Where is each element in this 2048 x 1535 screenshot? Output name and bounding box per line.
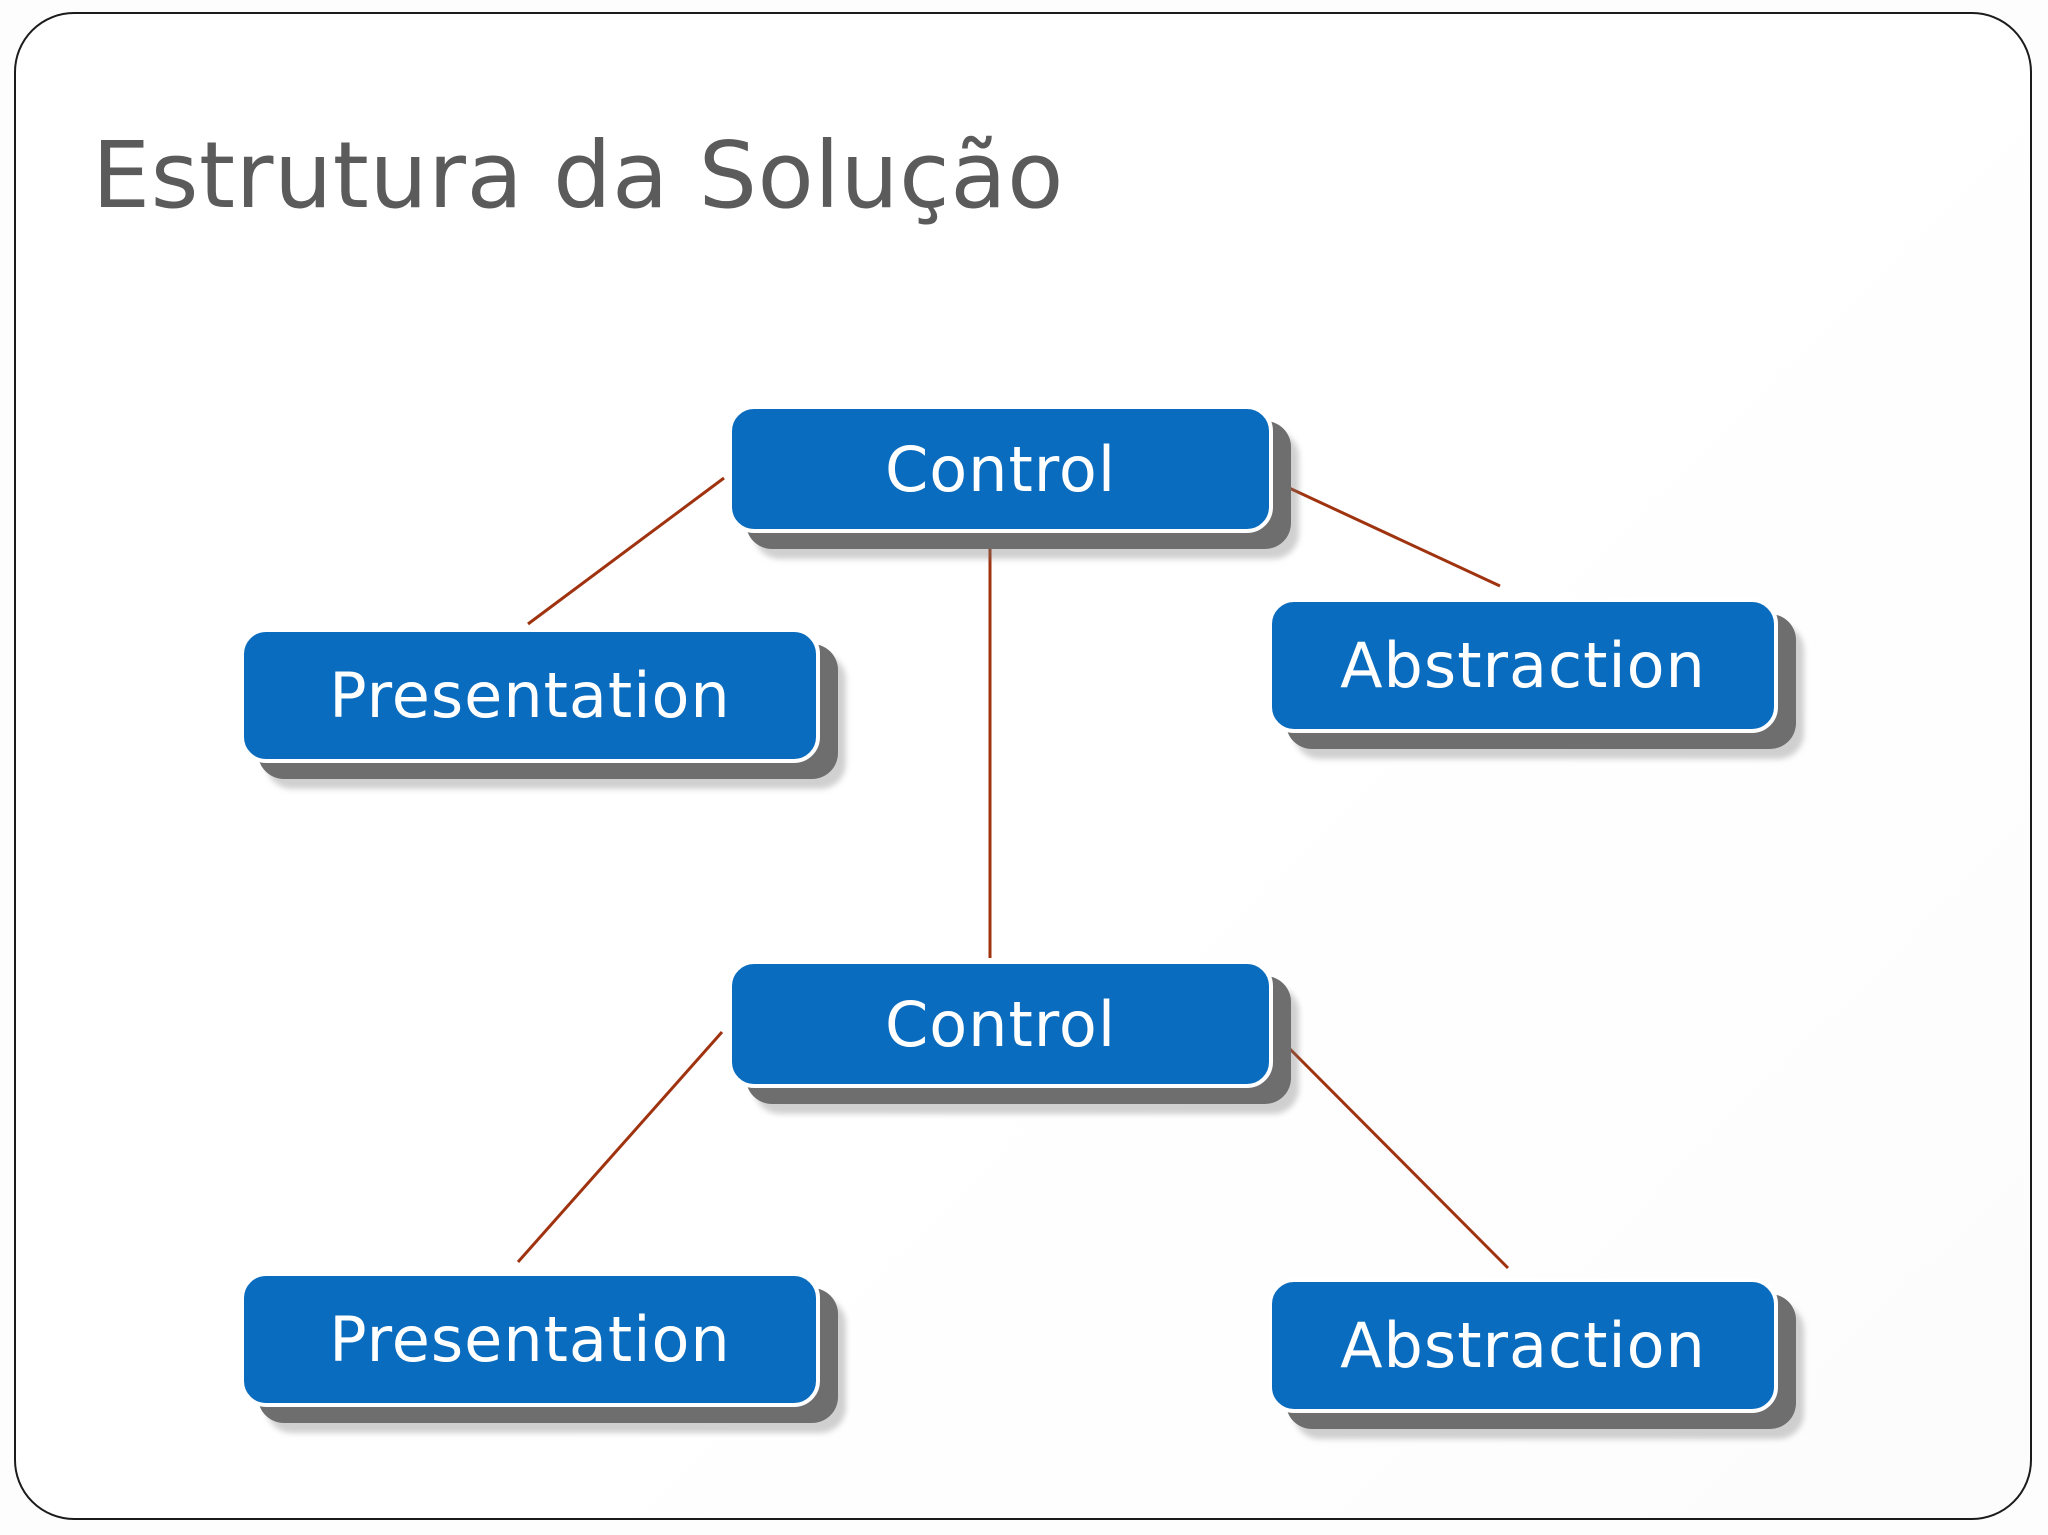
node-body[interactable]: Control <box>728 405 1273 533</box>
node-presentation-top[interactable]: Presentation <box>240 628 846 789</box>
connector-control-top-to-presentation-top <box>527 476 725 626</box>
node-body[interactable]: Abstraction <box>1268 598 1778 733</box>
node-body[interactable]: Presentation <box>240 1272 820 1407</box>
node-body[interactable]: Abstraction <box>1268 1278 1778 1413</box>
node-label: Control <box>884 432 1117 506</box>
node-abstraction-top[interactable]: Abstraction <box>1268 598 1804 759</box>
node-label: Presentation <box>329 1303 731 1376</box>
connector-control-bottom-to-presentation-bottom <box>516 1031 724 1263</box>
node-control-bottom[interactable]: Control <box>728 960 1299 1114</box>
node-abstraction-bottom[interactable]: Abstraction <box>1268 1278 1804 1439</box>
node-body[interactable]: Control <box>728 960 1273 1088</box>
node-label: Abstraction <box>1340 629 1706 702</box>
connector-control-top-to-abstraction-top <box>1271 478 1501 588</box>
page-title: Estrutura da Solução <box>92 122 1064 229</box>
connector-control-bottom-to-abstraction-bottom <box>1274 1033 1510 1270</box>
node-label: Abstraction <box>1340 1309 1706 1382</box>
node-label: Control <box>884 987 1117 1061</box>
node-control-top[interactable]: Control <box>728 405 1299 559</box>
node-body[interactable]: Presentation <box>240 628 820 763</box>
edge-group <box>516 476 1510 1270</box>
node-presentation-bottom[interactable]: Presentation <box>240 1272 846 1433</box>
node-label: Presentation <box>329 659 731 732</box>
